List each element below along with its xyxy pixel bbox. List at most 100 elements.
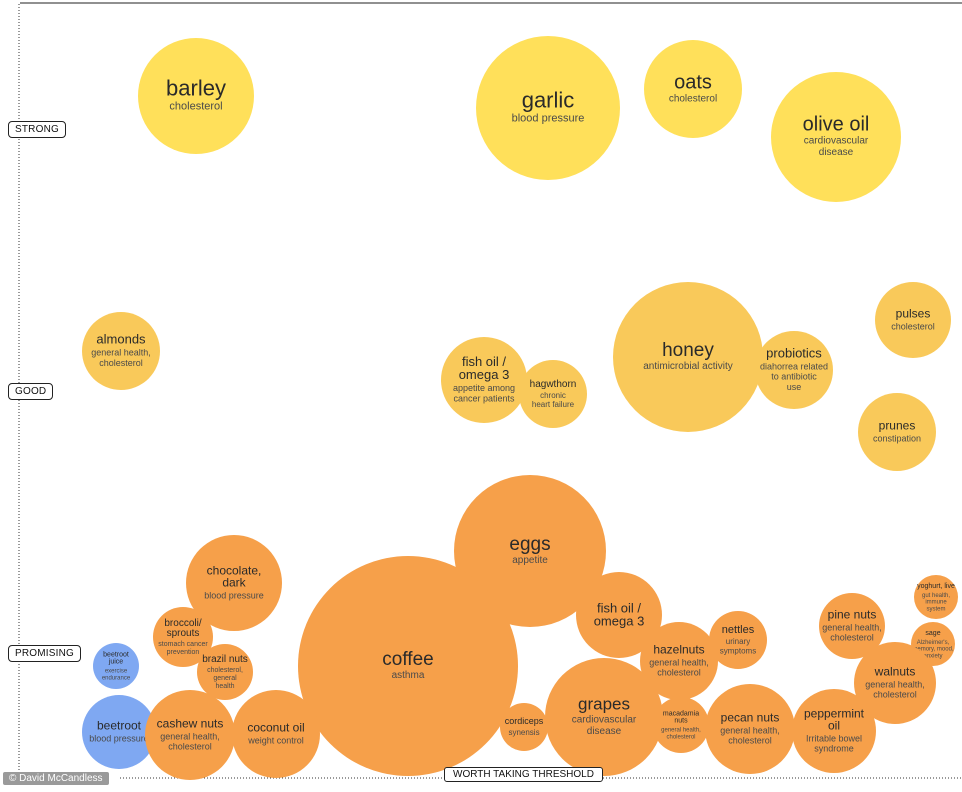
bubble-circle [705, 684, 795, 774]
bubble-name: coffee [382, 649, 433, 670]
bubble-name: hazelnuts [653, 642, 704, 656]
bubble-benefit: weight control [247, 735, 304, 745]
bubble-name: sage [925, 630, 940, 637]
bubble-benefit: Alzheimer's,memory, mood,anxiety [912, 640, 954, 660]
bubble-circle [153, 607, 213, 667]
bubble-name: cordiceps [505, 716, 544, 726]
bubble-circle [858, 393, 936, 471]
bubble-name: fish oil /omega 3 [459, 354, 510, 382]
bubble-name: garlic [522, 87, 575, 112]
bubble-circle [914, 575, 958, 619]
bubble-circle [441, 337, 527, 423]
bubble-circle [653, 697, 709, 753]
level-promising: PROMISING [8, 645, 82, 662]
bubble-benefit: general health,cholesterol [649, 657, 709, 677]
bubble-circle [500, 703, 548, 751]
level-good: GOOD [8, 383, 54, 400]
bubble-benefit: general health,cholesterol [661, 728, 701, 741]
bubble-benefit: general health,cholesterol [865, 679, 925, 699]
bubble-benefit: synensis [508, 728, 539, 737]
bubble-benefit: cholesterol [669, 93, 717, 104]
bubble-circle [93, 643, 139, 689]
bubble-circle [640, 622, 718, 700]
bubble-benefit: antimicrobial activity [643, 361, 732, 372]
bubble-name: chocolate,dark [207, 563, 262, 589]
bubble-circle [186, 535, 282, 631]
bubble-circle [854, 642, 936, 724]
bubble-circle [197, 644, 253, 700]
bubble-name: almonds [96, 332, 146, 347]
bubble-benefit: general health,cholesterol [720, 725, 780, 745]
bubble-name: nettles [722, 624, 755, 636]
bubble-name: brazil nuts [202, 654, 248, 665]
threshold-label: WORTH TAKING THRESHOLD [444, 767, 603, 782]
bubble-name: pecan nuts [721, 710, 780, 724]
bubble-circle [82, 312, 160, 390]
bubble-circle [145, 690, 235, 780]
bubble-name: walnuts [874, 664, 916, 678]
bubble-circle [454, 475, 606, 627]
bubble-circle [613, 282, 763, 432]
bubble-name: pulses [896, 306, 931, 320]
bubble-circle [819, 593, 885, 659]
bubble-circle [232, 690, 320, 778]
bubble-benefit: appetite [512, 555, 548, 566]
bubble-fish-oil-omega-3: fish oil /omega 3 [576, 572, 662, 658]
bubble-benefit: general health,cholesterol [822, 622, 882, 642]
bubble-benefit: cholesterol [891, 321, 935, 331]
bubble-name: honey [662, 340, 714, 361]
bubble-name: cashew nuts [157, 716, 224, 730]
bubble-benefit: blood pressure [204, 590, 264, 600]
bubble-circle [82, 695, 156, 769]
bubble-name: pine nuts [828, 607, 877, 621]
bubble-circle [709, 611, 767, 669]
bubble-name: yoghurt, live [917, 583, 955, 590]
bubble-name: coconut oil [247, 720, 304, 734]
bubble-name: olive oil [803, 114, 870, 136]
bubble-circle [545, 658, 663, 776]
bubble-cordiceps: cordiceps synensis [500, 703, 548, 751]
bubble-circle [298, 556, 518, 776]
bubble-name: eggs [509, 534, 550, 555]
bubble-circle [519, 360, 587, 428]
bubble-name: probiotics [766, 345, 822, 360]
bubble-name: prunes [879, 418, 916, 432]
bubble-circle [644, 40, 742, 138]
bubble-circle [792, 689, 876, 773]
bubble-name: broccoli/sprouts [164, 618, 201, 639]
bubble-benefit: general health,cholesterol [91, 348, 151, 368]
